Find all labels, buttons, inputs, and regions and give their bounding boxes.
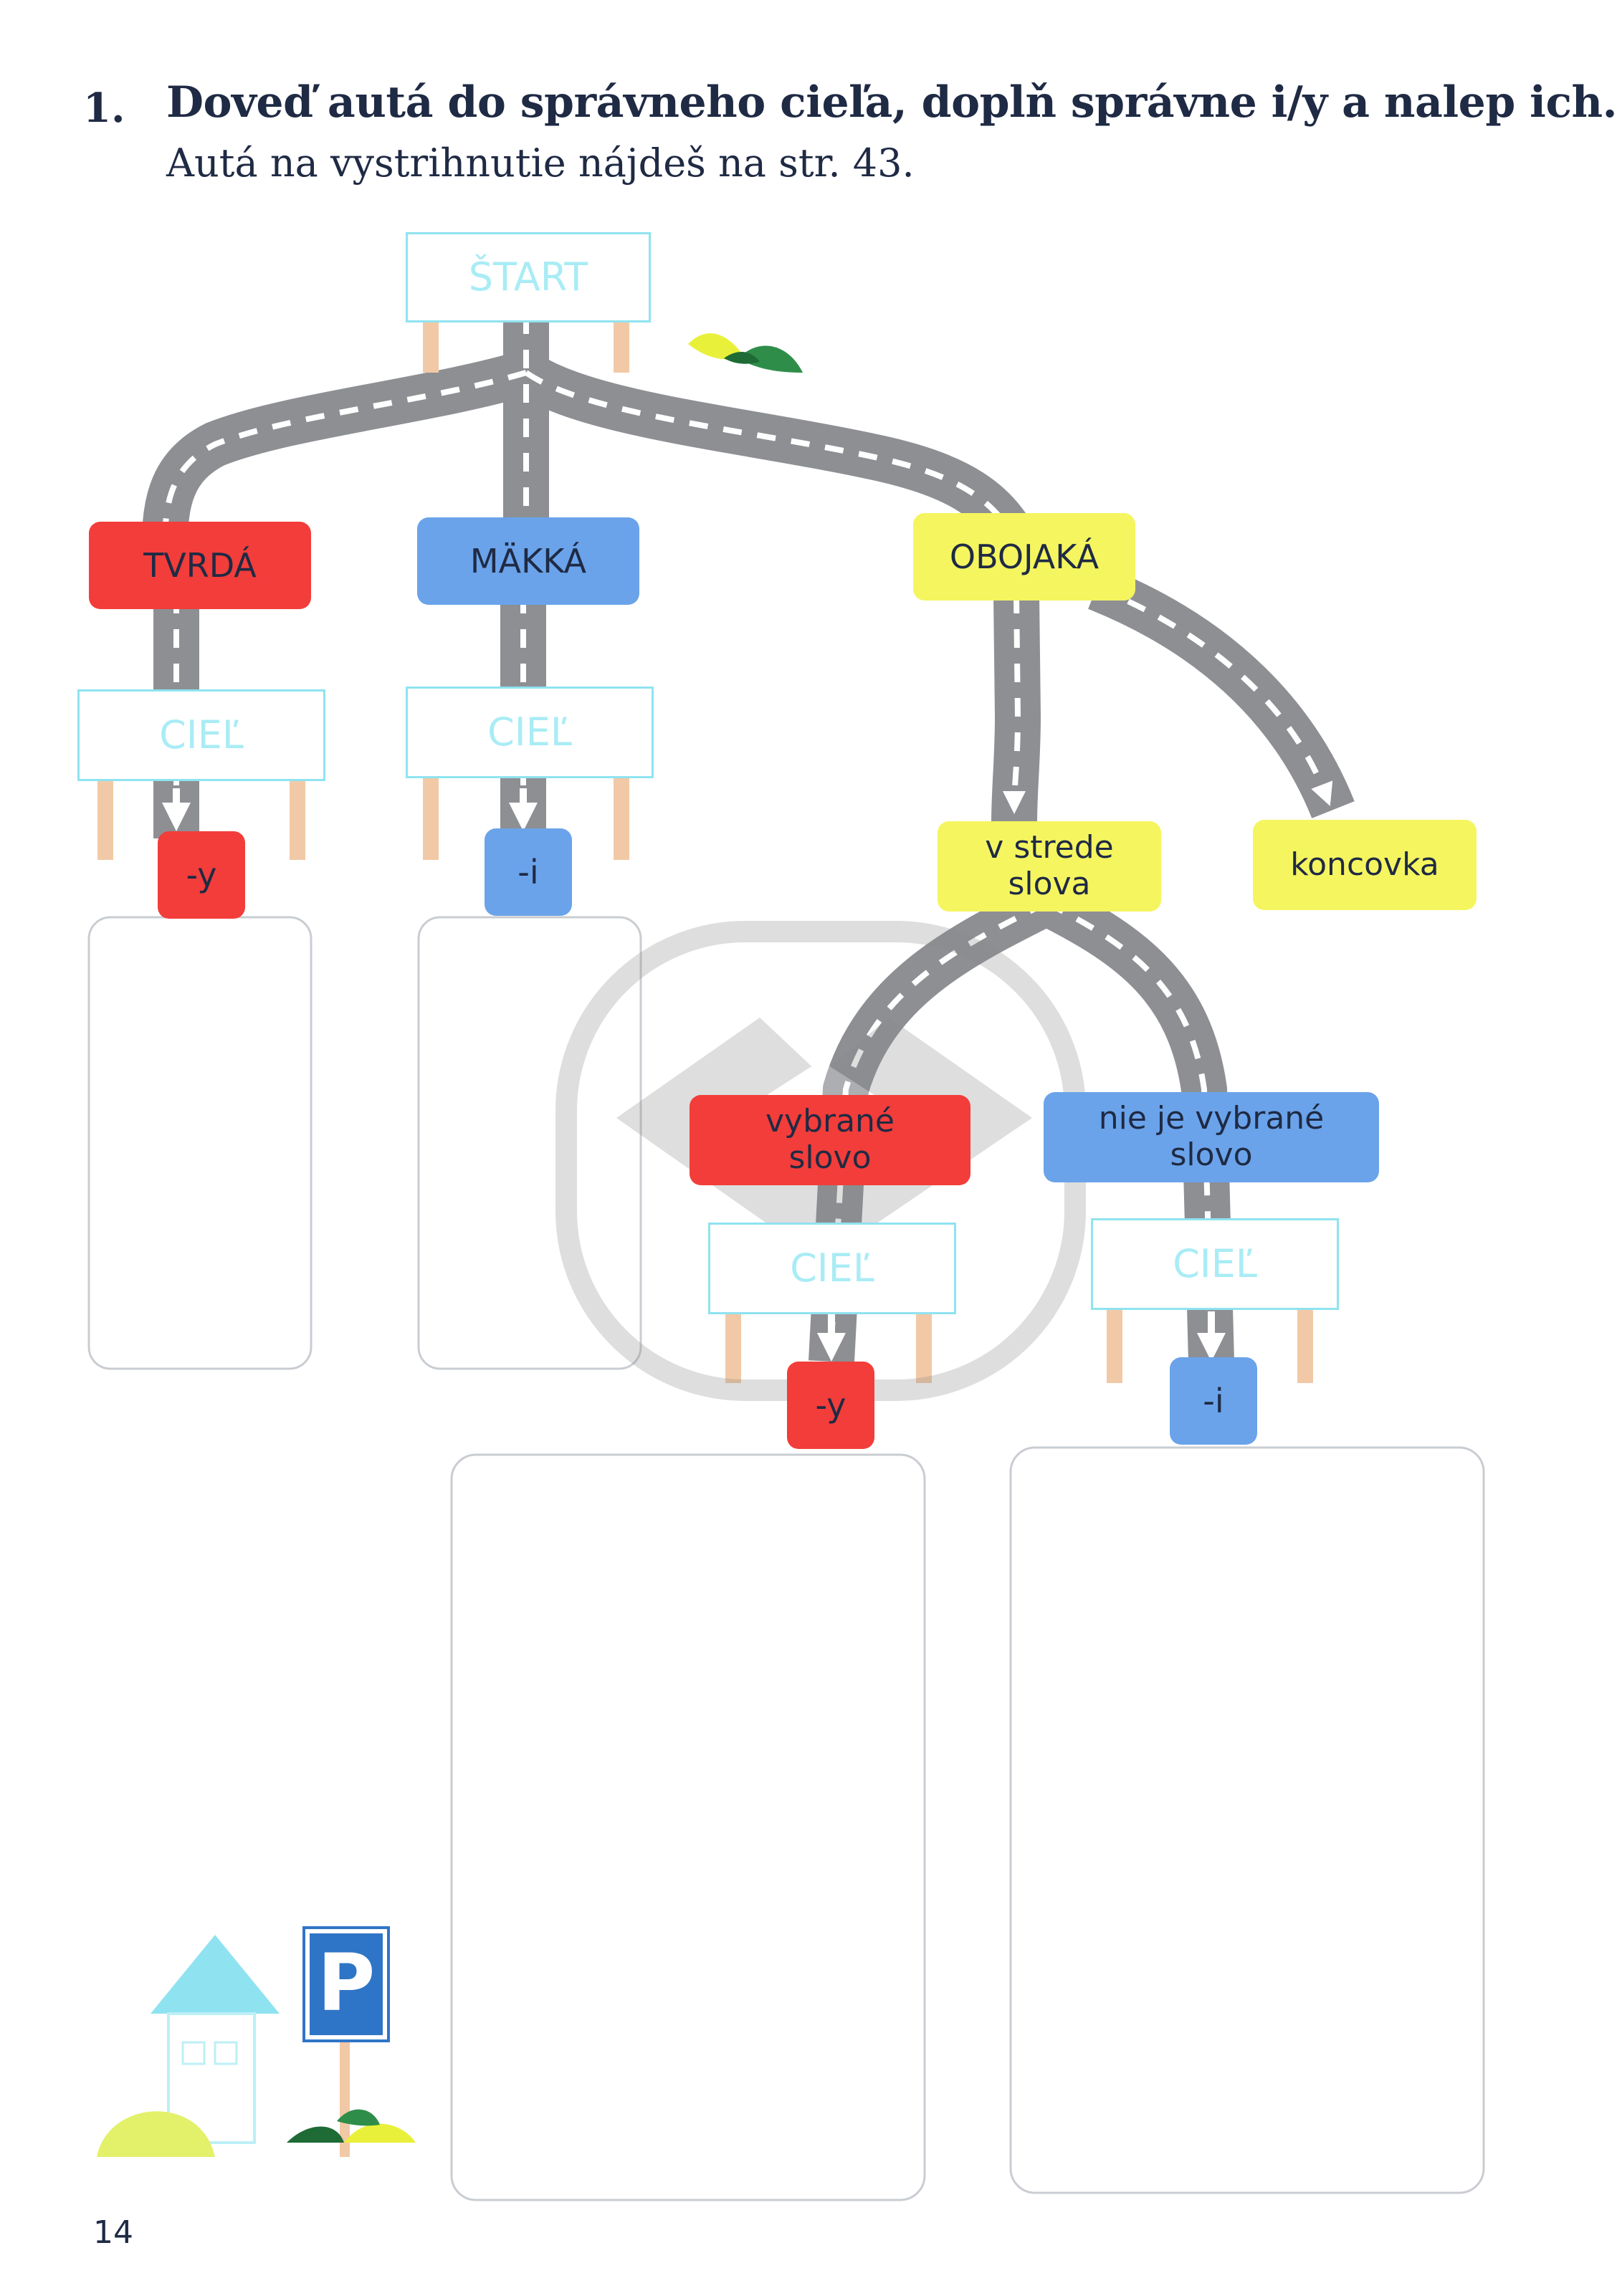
label-word-ending: koncovka [1253,820,1477,910]
ending-tag-i-not-selected: -i [1170,1357,1257,1445]
goal-sign-selected: CIEĽ [708,1223,956,1314]
answer-boxes [87,916,1485,2201]
task-note: Autá na vystrihnutie nájdeš na str. 43. [166,140,915,186]
task-number: 1. [83,85,125,132]
label-hard: TVRDÁ [89,522,311,609]
label-soft: MÄKKÁ [417,517,639,605]
answer-box-soft[interactable] [417,916,642,1370]
goal-sign-hard: CIEĽ [77,689,325,781]
answer-box-hard[interactable] [87,916,313,1370]
label-selected-word: vybrané slovo [690,1095,970,1185]
answer-box-selected[interactable] [450,1453,926,2201]
parking-sign-icon [287,1926,416,2157]
ending-tag-y: -y [158,831,245,919]
label-ambiguous: OBOJAKÁ [913,513,1135,601]
start-sign: ŠTART [406,232,651,322]
label-not-selected-word: nie je vybrané slovo [1044,1092,1379,1182]
house-icon [97,1935,280,2157]
ending-tag-i: -i [485,828,572,916]
task-instruction: Doveď autá do správneho cieľa, doplň spr… [166,77,1617,128]
goal-sign-soft: CIEĽ [406,687,654,778]
parking-letter: P [318,1937,376,2029]
road-ambiguous-ending [1088,566,1355,819]
goal-sign-not-selected: CIEĽ [1091,1218,1339,1310]
answer-box-not-selected[interactable] [1009,1446,1485,2194]
page-number: 14 [93,2214,133,2251]
plant-icon [688,333,803,373]
ending-tag-y-selected: -y [787,1362,874,1449]
label-middle-of-word: v strede slova [938,821,1161,912]
sign-posts [97,315,1313,1383]
